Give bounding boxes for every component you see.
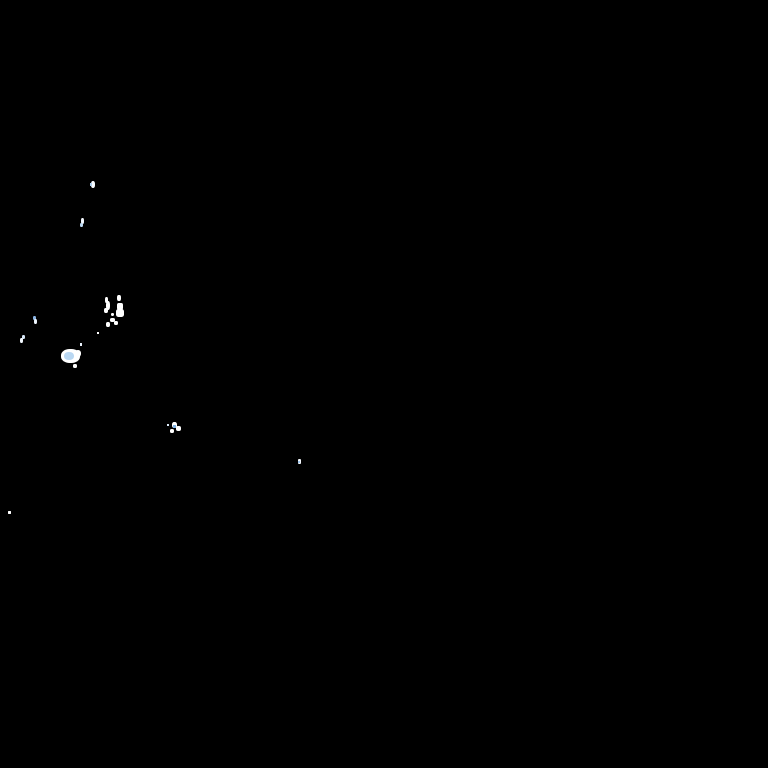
- cloud-speck-b10: [106, 322, 110, 327]
- cloud-speck-d3: [170, 429, 174, 433]
- cloud-speck-e2: [298, 461, 300, 463]
- cloud-speck-a1: [91, 181, 95, 188]
- cloud-speck-a2: [81, 218, 84, 224]
- cloud-speck-b3: [104, 308, 108, 313]
- cloud-speck-a2b: [80, 223, 83, 227]
- cloud-speck-c3: [75, 350, 81, 357]
- cloud-speck-f1: [8, 511, 11, 514]
- cloud-speck-b6: [116, 309, 124, 317]
- cloud-speck-b1: [105, 297, 108, 303]
- cloud-speck-c5: [80, 343, 82, 346]
- cloud-speck-b9: [114, 321, 118, 325]
- cloud-speck-a1b: [90, 183, 92, 186]
- cloud-speck-d4: [173, 425, 176, 428]
- cloud-speck-b11: [97, 332, 99, 334]
- cloud-speck-c4: [73, 364, 77, 368]
- cloud-speck-d5: [167, 424, 169, 426]
- cloud-speck-b2: [106, 301, 110, 310]
- cloud-speck-b8: [110, 318, 115, 322]
- cloud-speck-b5: [117, 303, 123, 310]
- cloud-speck-b4: [117, 295, 121, 301]
- cloud-speck-b7: [111, 313, 114, 316]
- cloud-speck-a4b: [20, 338, 23, 343]
- cloud-speck-c2: [64, 352, 74, 360]
- cloud-speck-a3b: [34, 319, 37, 324]
- cloud-speck-d2: [176, 426, 181, 431]
- cloud-speck-a3: [33, 316, 36, 320]
- cloud-speck-a4: [22, 335, 25, 339]
